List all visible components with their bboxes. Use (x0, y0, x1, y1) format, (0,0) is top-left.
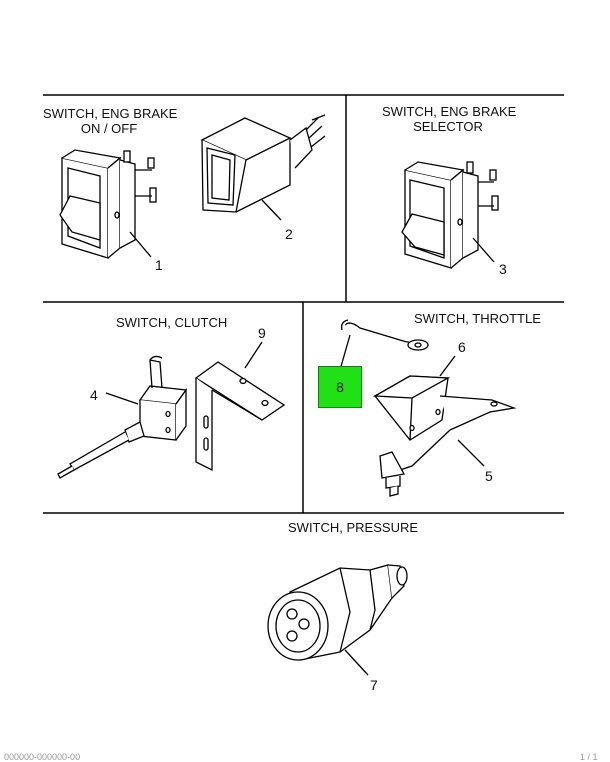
clutch-switch-drawing (57, 355, 188, 479)
panel-title-line: ON / OFF (80, 121, 138, 136)
panel-title-line: SWITCH, ENG BRAKE (382, 104, 517, 119)
panel-title-clutch: SWITCH, CLUTCH (116, 315, 228, 330)
panel-title-eng-brake-on-off: SWITCH, ENG BRAKE ON / OFF (43, 106, 178, 136)
callout-8-highlight[interactable]: 8 (318, 366, 362, 408)
pressure-switch-drawing (267, 564, 408, 676)
bracket-drawing (194, 341, 286, 472)
panel-title-pressure: SWITCH, PRESSURE (288, 520, 419, 535)
panel-title-line: SELECTOR (413, 119, 483, 134)
connector-drawing (200, 114, 326, 221)
panel-title-line: SWITCH, ENG BRAKE (43, 106, 178, 121)
callout-6: 6 (458, 339, 466, 355)
switch-eng-brake-selector-drawing (401, 161, 499, 269)
panel-dividers (43, 94, 564, 514)
callout-7: 7 (370, 677, 378, 693)
callout-5: 5 (485, 468, 493, 484)
panel-title-eng-brake-selector: SWITCH, ENG BRAKE SELECTOR (382, 104, 517, 134)
footer-document-id: 000000-000000-00 (4, 752, 81, 762)
switch-eng-brake-on-off-drawing (59, 149, 157, 259)
callout-4: 4 (90, 387, 98, 403)
callout-3: 3 (499, 261, 507, 277)
callout-2: 2 (285, 226, 293, 242)
callout-8: 8 (336, 379, 344, 395)
callout-9: 9 (258, 325, 266, 341)
callout-1: 1 (155, 257, 163, 273)
panel-title-throttle: SWITCH, THROTTLE (414, 311, 541, 326)
throttle-switch-drawing (339, 319, 517, 497)
footer-page-number: 1 / 1 (580, 752, 598, 762)
